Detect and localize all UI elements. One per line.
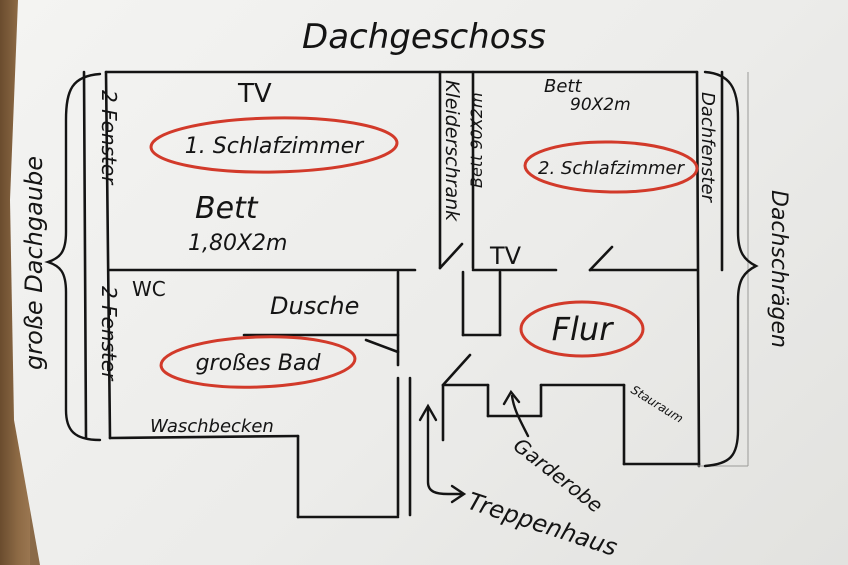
label-shower: Dusche [270, 292, 359, 320]
roof-slopes-brace [703, 70, 759, 468]
label-wardrobe: Kleiderschrank [441, 80, 463, 222]
label-bed-2: Bett [544, 76, 582, 97]
braces [44, 70, 759, 468]
cloakroom-arrow [510, 394, 530, 438]
label-bed-1-size: 1,80X2m [188, 231, 287, 256]
wall-bath-bottom [108, 434, 300, 440]
wall-right [695, 70, 701, 468]
label-room-1: 1. Schlafzimmer [185, 134, 365, 159]
label-tv-2: TV [489, 242, 522, 270]
dormer-brace [44, 72, 102, 442]
highlight-room2 [523, 140, 699, 194]
label-storage: Stauraum [628, 383, 685, 426]
label-roof-slopes: Dachschrägen [766, 190, 791, 348]
label-bed-2-rotated: Bett 90X2m [467, 92, 486, 188]
plan-title: Dachgeschoss [302, 17, 546, 57]
label-roof-window: Dachfenster [697, 92, 718, 204]
walls [82, 70, 724, 519]
label-sink: Waschbecken [150, 416, 274, 437]
label-bed-1: Bett [195, 191, 259, 226]
label-tv-1: TV [237, 79, 272, 109]
label-windows-2: 2 Fenster [97, 286, 121, 382]
stairwell-arrow-head [418, 403, 438, 422]
arrows [418, 389, 530, 504]
window-strip-left [82, 70, 88, 440]
wardrobe-door [438, 242, 464, 270]
highlight-room1 [149, 116, 399, 174]
label-bathroom: großes Bad [196, 351, 322, 376]
stairwell-arrow-head-right [450, 484, 467, 504]
wall-left [104, 70, 112, 440]
label-hallway: Flur [552, 310, 615, 348]
label-wc: WC [132, 277, 166, 301]
bedroom2-door [588, 245, 614, 272]
label-dormer: große Dachgaube [20, 156, 48, 370]
stairwell-arrow [426, 406, 464, 496]
label-bed-2-size: 90X2m [570, 95, 631, 115]
highlights [149, 116, 699, 389]
cloakroom-arrow-head [502, 389, 521, 406]
bath-door [364, 338, 400, 354]
label-windows-1: 2 Fenster [97, 90, 121, 186]
highlight-hallway [519, 300, 645, 358]
hall-door [441, 353, 472, 387]
highlight-bathroom [159, 335, 357, 389]
label-room-2: 2. Schlafzimmer [538, 158, 686, 179]
